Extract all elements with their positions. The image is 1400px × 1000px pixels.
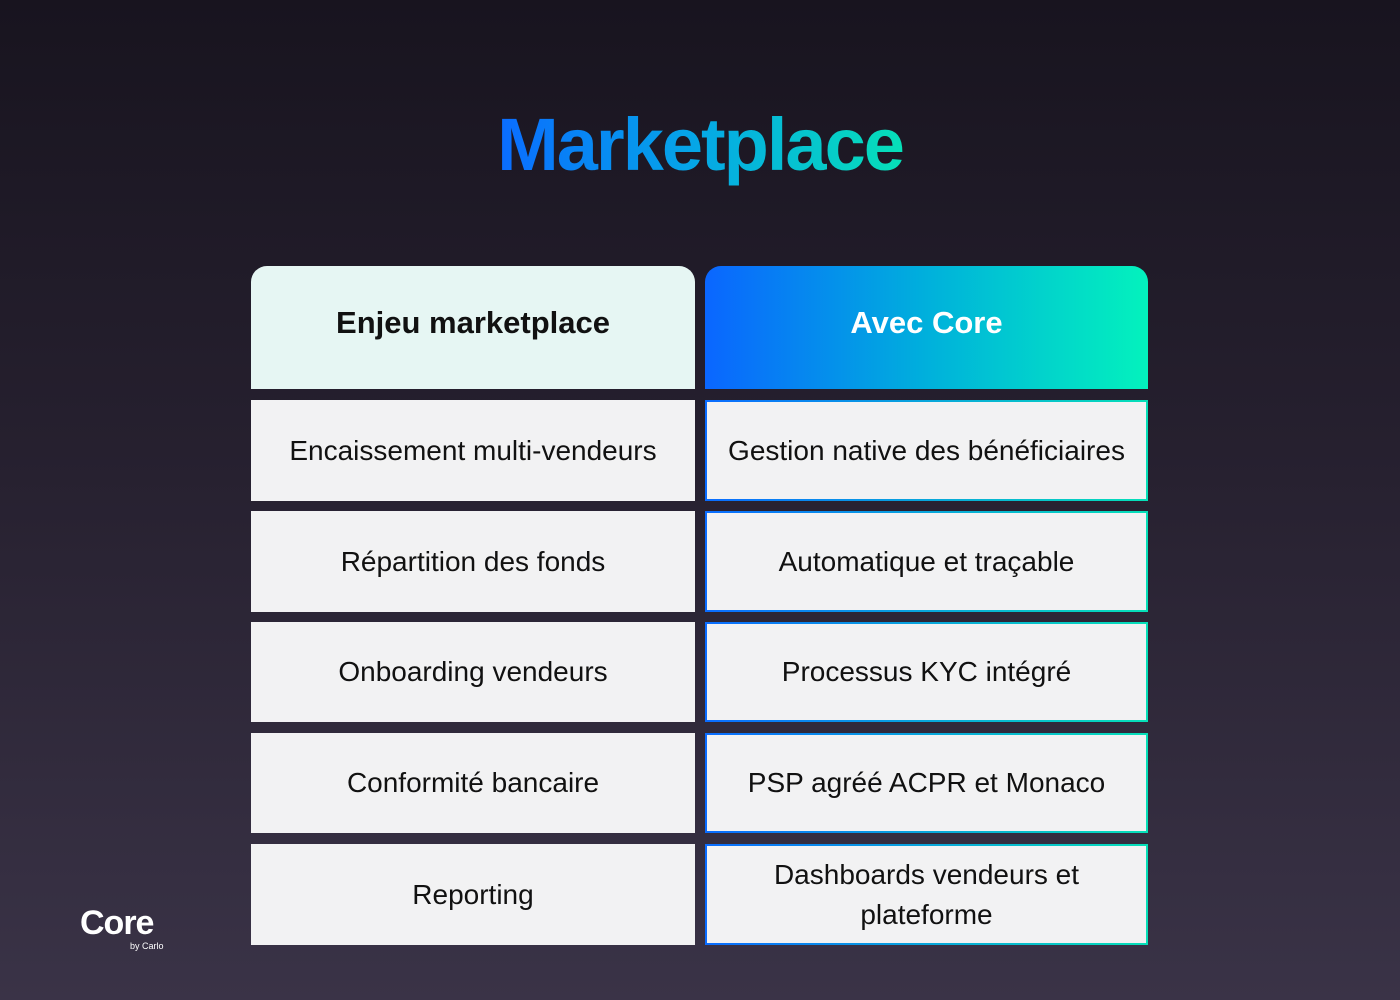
row-solution: Dashboards vendeurs et plateforme [705,844,1148,945]
header-avec-core: Avec Core [705,266,1148,389]
row-solution: Gestion native des bénéficiaires [705,400,1148,501]
logo-tagline: by Carlo [130,941,164,951]
row-challenge: Répartition des fonds [251,511,695,612]
row-challenge: Onboarding vendeurs [251,622,695,722]
row-solution: PSP agréé ACPR et Monaco [705,733,1148,833]
row-challenge: Conformité bancaire [251,733,695,833]
row-solution: Processus KYC intégré [705,622,1148,722]
row-challenge: Reporting [251,844,695,945]
header-enjeu: Enjeu marketplace [251,266,695,389]
row-challenge: Encaissement multi-vendeurs [251,400,695,501]
page-title: Marketplace [497,103,905,186]
logo-wordmark: Core [80,904,154,942]
core-logo: Core by Carlo [80,904,164,951]
row-solution: Automatique et traçable [705,511,1148,612]
